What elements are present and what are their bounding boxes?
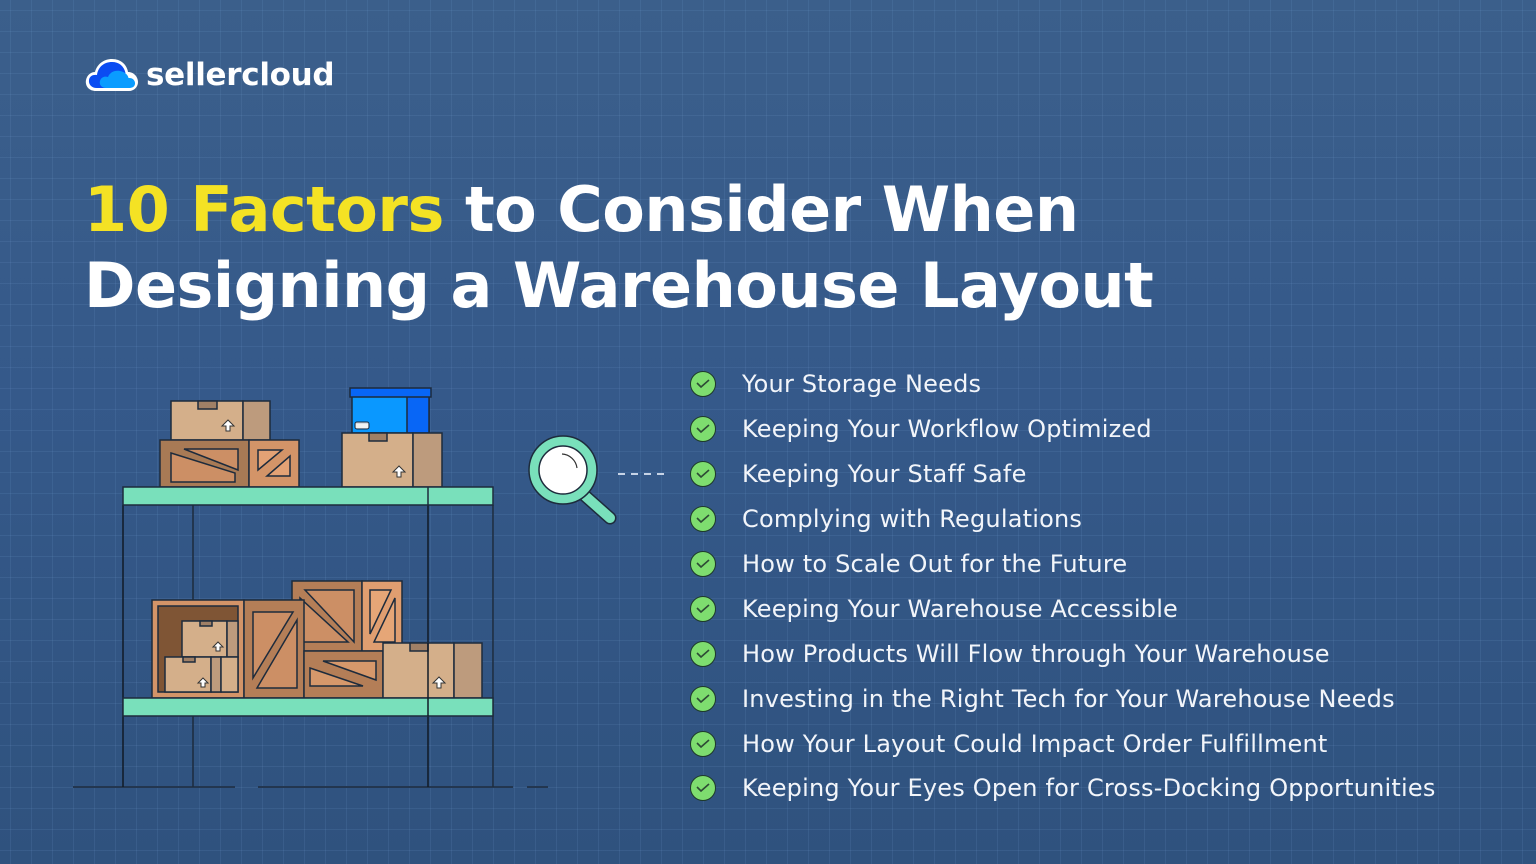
factor-label: How Products Will Flow through Your Ware… [742,639,1330,668]
check-circle-icon [690,416,716,443]
check-circle-icon [690,730,716,757]
factor-label: Complying with Regulations [742,505,1083,534]
factor-item: Complying with Regulations [690,497,1436,542]
sellercloud-logo: sellercloud [84,55,335,95]
check-circle-icon [690,461,716,488]
factor-label: Your Storage Needs [742,370,982,399]
factor-label: How Your Layout Could Impact Order Fulfi… [742,729,1328,758]
factor-item: How Your Layout Could Impact Order Fulfi… [690,721,1436,766]
title-line1: to Consider When [443,173,1079,246]
check-circle-icon [690,506,716,533]
factor-item: Keeping Your Workflow Optimized [690,407,1436,452]
factor-item: How to Scale Out for the Future [690,542,1436,587]
check-circle-icon [690,551,716,577]
warehouse-shelf-illustration [73,387,668,788]
page-title: 10 Factors to Consider When Designing a … [84,172,1154,324]
factor-label: Keeping Your Workflow Optimized [742,415,1152,444]
factor-item: Investing in the Right Tech for Your War… [690,676,1436,721]
factor-label: Keeping Your Eyes Open for Cross-Docking… [742,774,1436,803]
cloud-icon [85,59,138,91]
title-line2: Designing a Warehouse Layout [84,249,1154,322]
factor-label: Investing in the Right Tech for Your War… [742,684,1395,713]
title-highlight: 10 Factors [84,173,444,246]
check-circle-icon [690,775,716,802]
factor-label: Keeping Your Staff Safe [742,460,1027,489]
factor-item: Your Storage Needs [690,362,1436,407]
check-circle-icon [690,595,716,622]
check-circle-icon [690,685,716,712]
factor-item: Keeping Your Staff Safe [690,452,1436,497]
factor-label: Keeping Your Warehouse Accessible [742,594,1179,623]
check-circle-icon [690,640,716,667]
factor-item: How Products Will Flow through Your Ware… [690,631,1436,676]
brand-name: sellercloud [146,57,335,93]
magnifying-glass-icon [528,435,617,525]
factor-label: How to Scale Out for the Future [742,550,1128,578]
check-circle-icon [690,371,716,398]
factor-item: Keeping Your Eyes Open for Cross-Docking… [690,766,1436,811]
factor-item: Keeping Your Warehouse Accessible [690,586,1436,631]
factors-list: Your Storage Needs Keeping Your Workflow… [690,362,1436,811]
